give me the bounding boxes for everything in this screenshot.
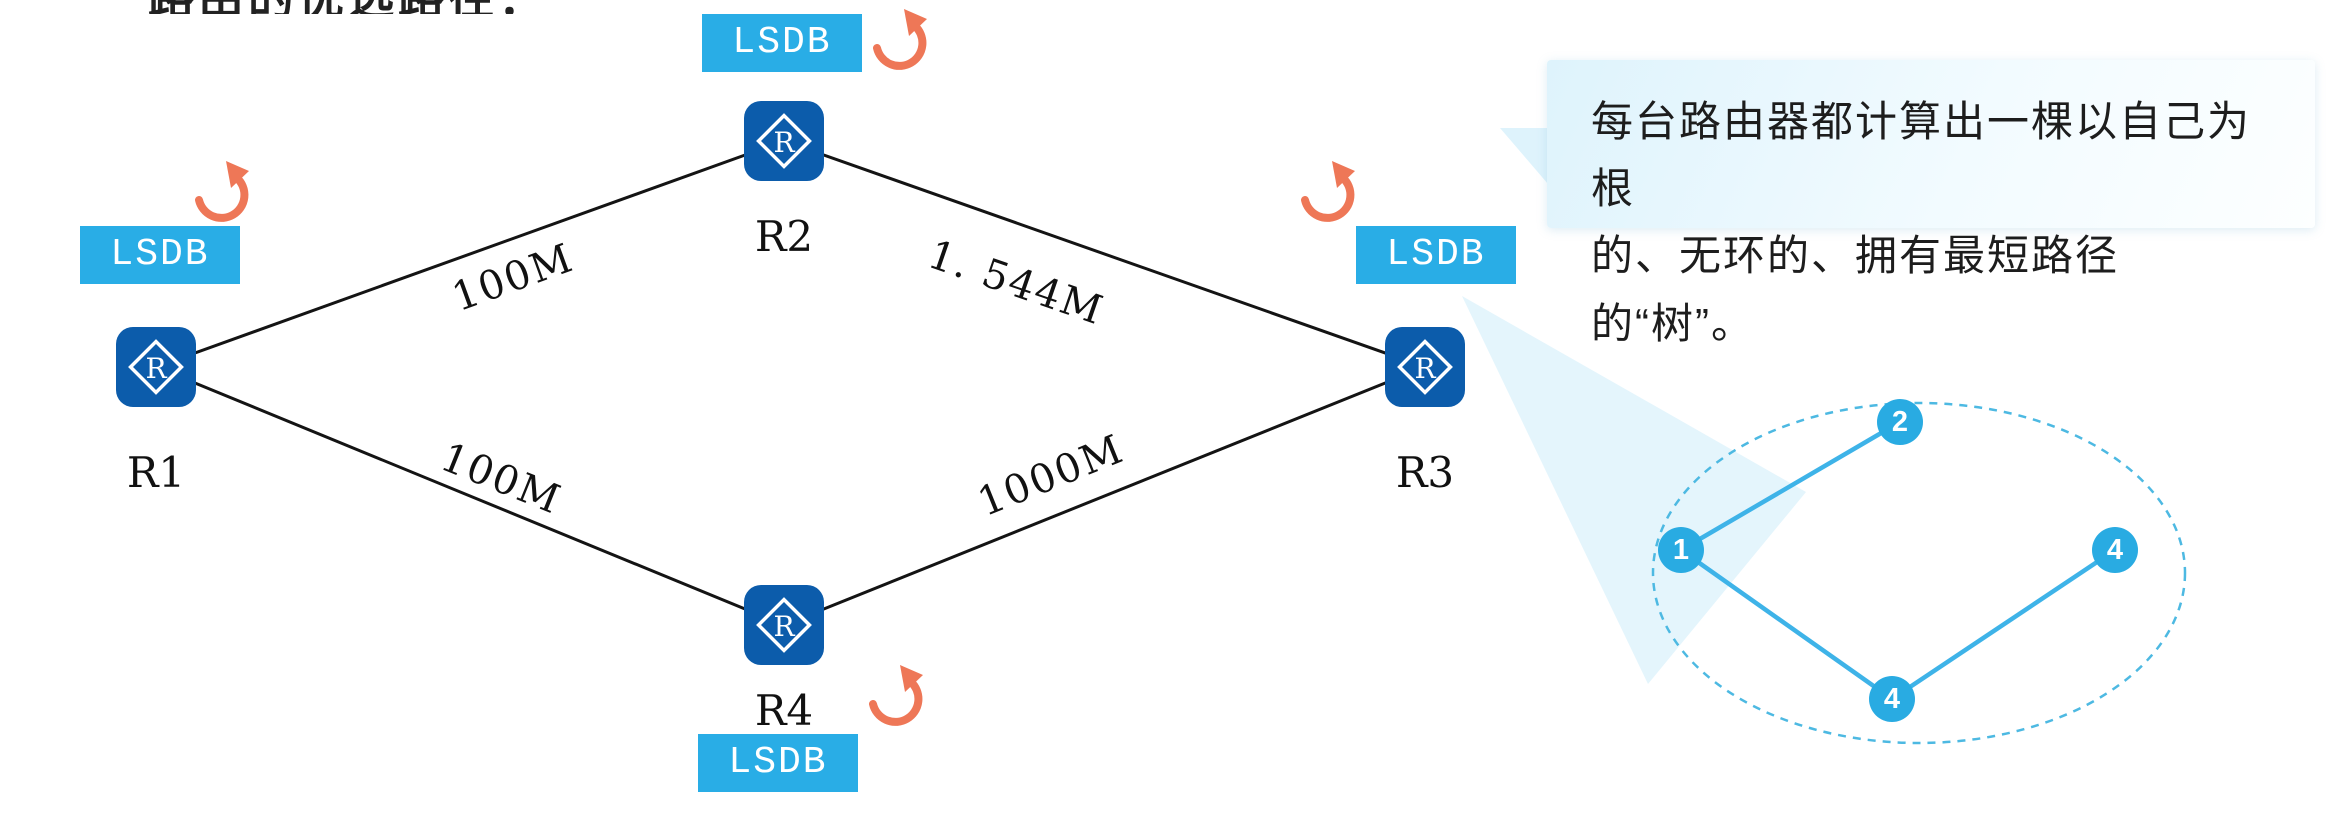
router-icon-letter: R <box>773 610 795 643</box>
router-r4: R <box>742 583 826 667</box>
router-r3: R <box>1383 325 1467 409</box>
link-line-r1-r2 <box>155 139 785 369</box>
lsdb-badge-r2: LSDB <box>702 14 862 72</box>
lsdb-badge-r1: LSDB <box>80 226 240 284</box>
router-icon: R <box>744 101 824 181</box>
router-r2: R <box>742 99 826 183</box>
router-icon: R <box>116 327 196 407</box>
lsdb-projection-beam <box>1462 296 1806 684</box>
callout-line-1: 每台路由器都计算出一棵以自己为根 <box>1591 98 2252 213</box>
router-icon-letter: R <box>773 126 795 159</box>
router-label-r4: R4 <box>754 686 814 735</box>
link-line-r2-r3 <box>783 139 1426 369</box>
spt-node-right: 4 <box>2092 527 2138 573</box>
callout-bubble: 每台路由器都计算出一棵以自己为根 的、无环的、拥有最短路径的“树”。 <box>1547 60 2315 347</box>
refresh-arrow-icon <box>195 161 249 222</box>
spt-node-bottom: 4 <box>1869 676 1915 722</box>
lsdb-badge-r4: LSDB <box>698 734 858 792</box>
link-line-r1-r4 <box>155 365 785 627</box>
router-label-r3: R3 <box>1395 448 1455 497</box>
spt-node-top: 2 <box>1877 399 1923 445</box>
callout-tail-icon <box>1500 128 1548 184</box>
clipped-title: 路由的优选路径： <box>148 0 578 14</box>
spt-edge-1-2 <box>1678 419 1903 553</box>
refresh-arrow-icon <box>869 665 923 726</box>
router-r1: R <box>114 325 198 409</box>
router-label-r1: R1 <box>126 448 186 497</box>
router-icon-letter: R <box>145 352 167 385</box>
callout-line-2: 的、无环的、拥有最短路径的“树”。 <box>1591 232 2120 347</box>
spt-edge-1-4 <box>1678 547 1895 702</box>
spt-dashed-ellipse <box>1651 401 2187 745</box>
spt-tree-edges <box>1678 419 2118 702</box>
refresh-arrow-icon <box>1301 161 1355 222</box>
router-icon: R <box>1385 327 1465 407</box>
clipped-title-text: 路由的优选路径： <box>148 0 578 14</box>
refresh-arrow-icon <box>873 9 927 70</box>
router-label-r2: R2 <box>754 212 814 261</box>
lsdb-badge-r3: LSDB <box>1356 226 1516 284</box>
router-icon-letter: R <box>1414 352 1436 385</box>
router-icon: R <box>744 585 824 665</box>
spt-node-left: 1 <box>1658 527 1704 573</box>
spt-edge-4-4 <box>1889 547 2118 702</box>
link-line-r4-r3 <box>783 365 1426 627</box>
